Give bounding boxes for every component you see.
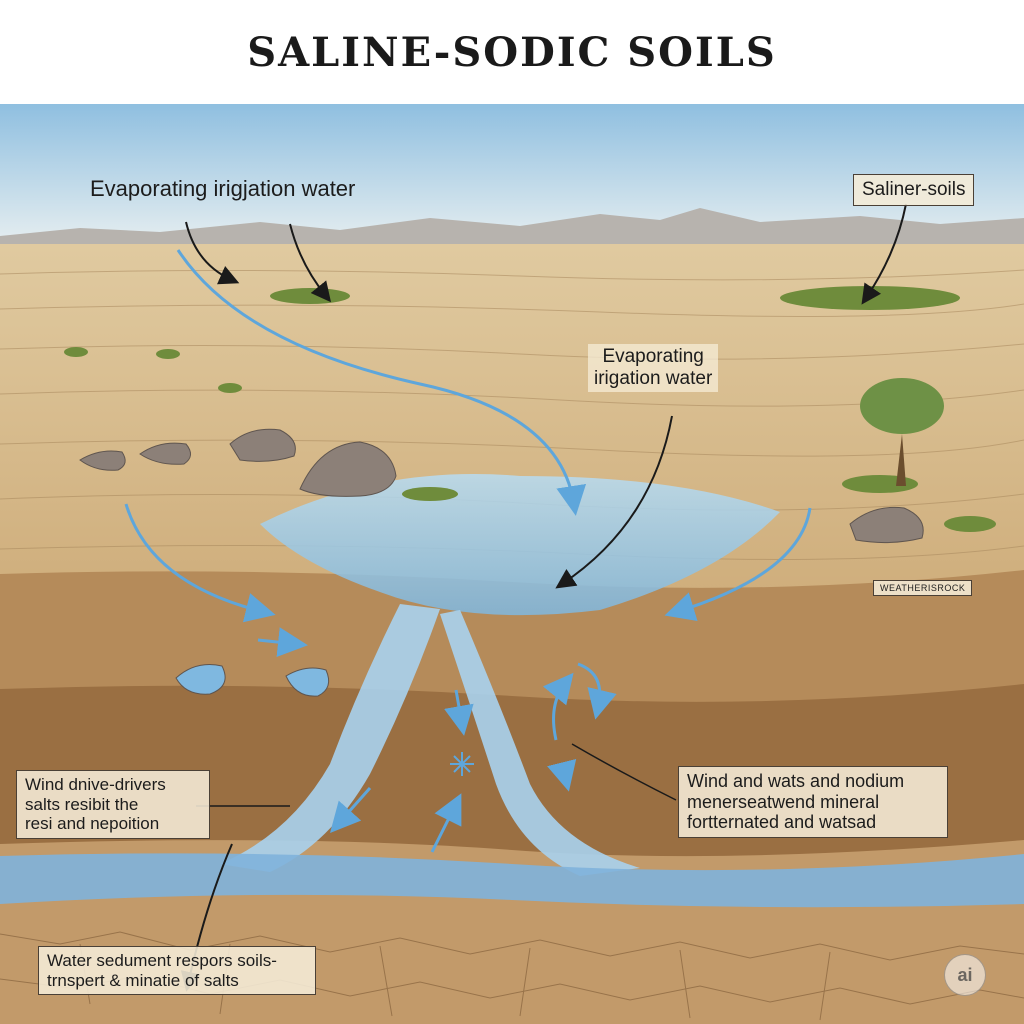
label-line: Water sedument respors soils- xyxy=(47,951,277,970)
water-channel-left xyxy=(220,604,440,872)
leader-lines xyxy=(196,743,677,807)
label-wind-drivers: Wind dnive-drivers salts resibit the res… xyxy=(16,770,210,839)
groundwater-band xyxy=(0,853,1024,908)
label-line: Wind and wats and nodium xyxy=(687,771,905,791)
ai-logo: ai xyxy=(944,954,986,996)
label-line: fortternated and watsad xyxy=(687,812,877,833)
label-saline-soils: Saliner-soils xyxy=(853,174,975,206)
rock-icon xyxy=(79,428,924,697)
mineral-crystal-icon xyxy=(450,752,474,776)
label-line: resi and nepoition xyxy=(25,814,160,834)
tree-icon xyxy=(860,378,944,486)
label-weathering-rock: WEATHERISROCK xyxy=(873,580,973,597)
soil-cross-section: Evaporating irigjation water Saliner-soi… xyxy=(0,104,1024,1024)
label-evaporating-water-center: Evaporating irigation water xyxy=(588,344,719,392)
distant-mountains xyxy=(0,208,1024,254)
scene-illustration xyxy=(0,104,1024,1024)
label-water-sediment: Water sedument respors soils- trnspert &… xyxy=(38,946,316,996)
label-evaporating-water-top: Evaporating irigjation water xyxy=(90,176,356,201)
label-line: Wind dnive-drivers xyxy=(25,775,166,794)
label-line: irigation water xyxy=(594,367,713,389)
label-line: Evaporating xyxy=(602,346,704,367)
label-line: salts resibit the xyxy=(25,794,139,814)
label-line: trnspert & minatie of salts xyxy=(47,970,239,990)
surface-water-pool xyxy=(260,474,780,616)
title-bar: SALINE-SODIC SOILS xyxy=(0,0,1024,104)
arrow-icon xyxy=(124,249,812,853)
page-title: SALINE-SODIC SOILS xyxy=(247,28,777,76)
water-channel-right xyxy=(440,610,640,876)
label-wind-and-sodium: Wind and wats and nodium menerseatwend m… xyxy=(678,766,948,839)
label-line: menerseatwend mineral xyxy=(687,791,880,812)
